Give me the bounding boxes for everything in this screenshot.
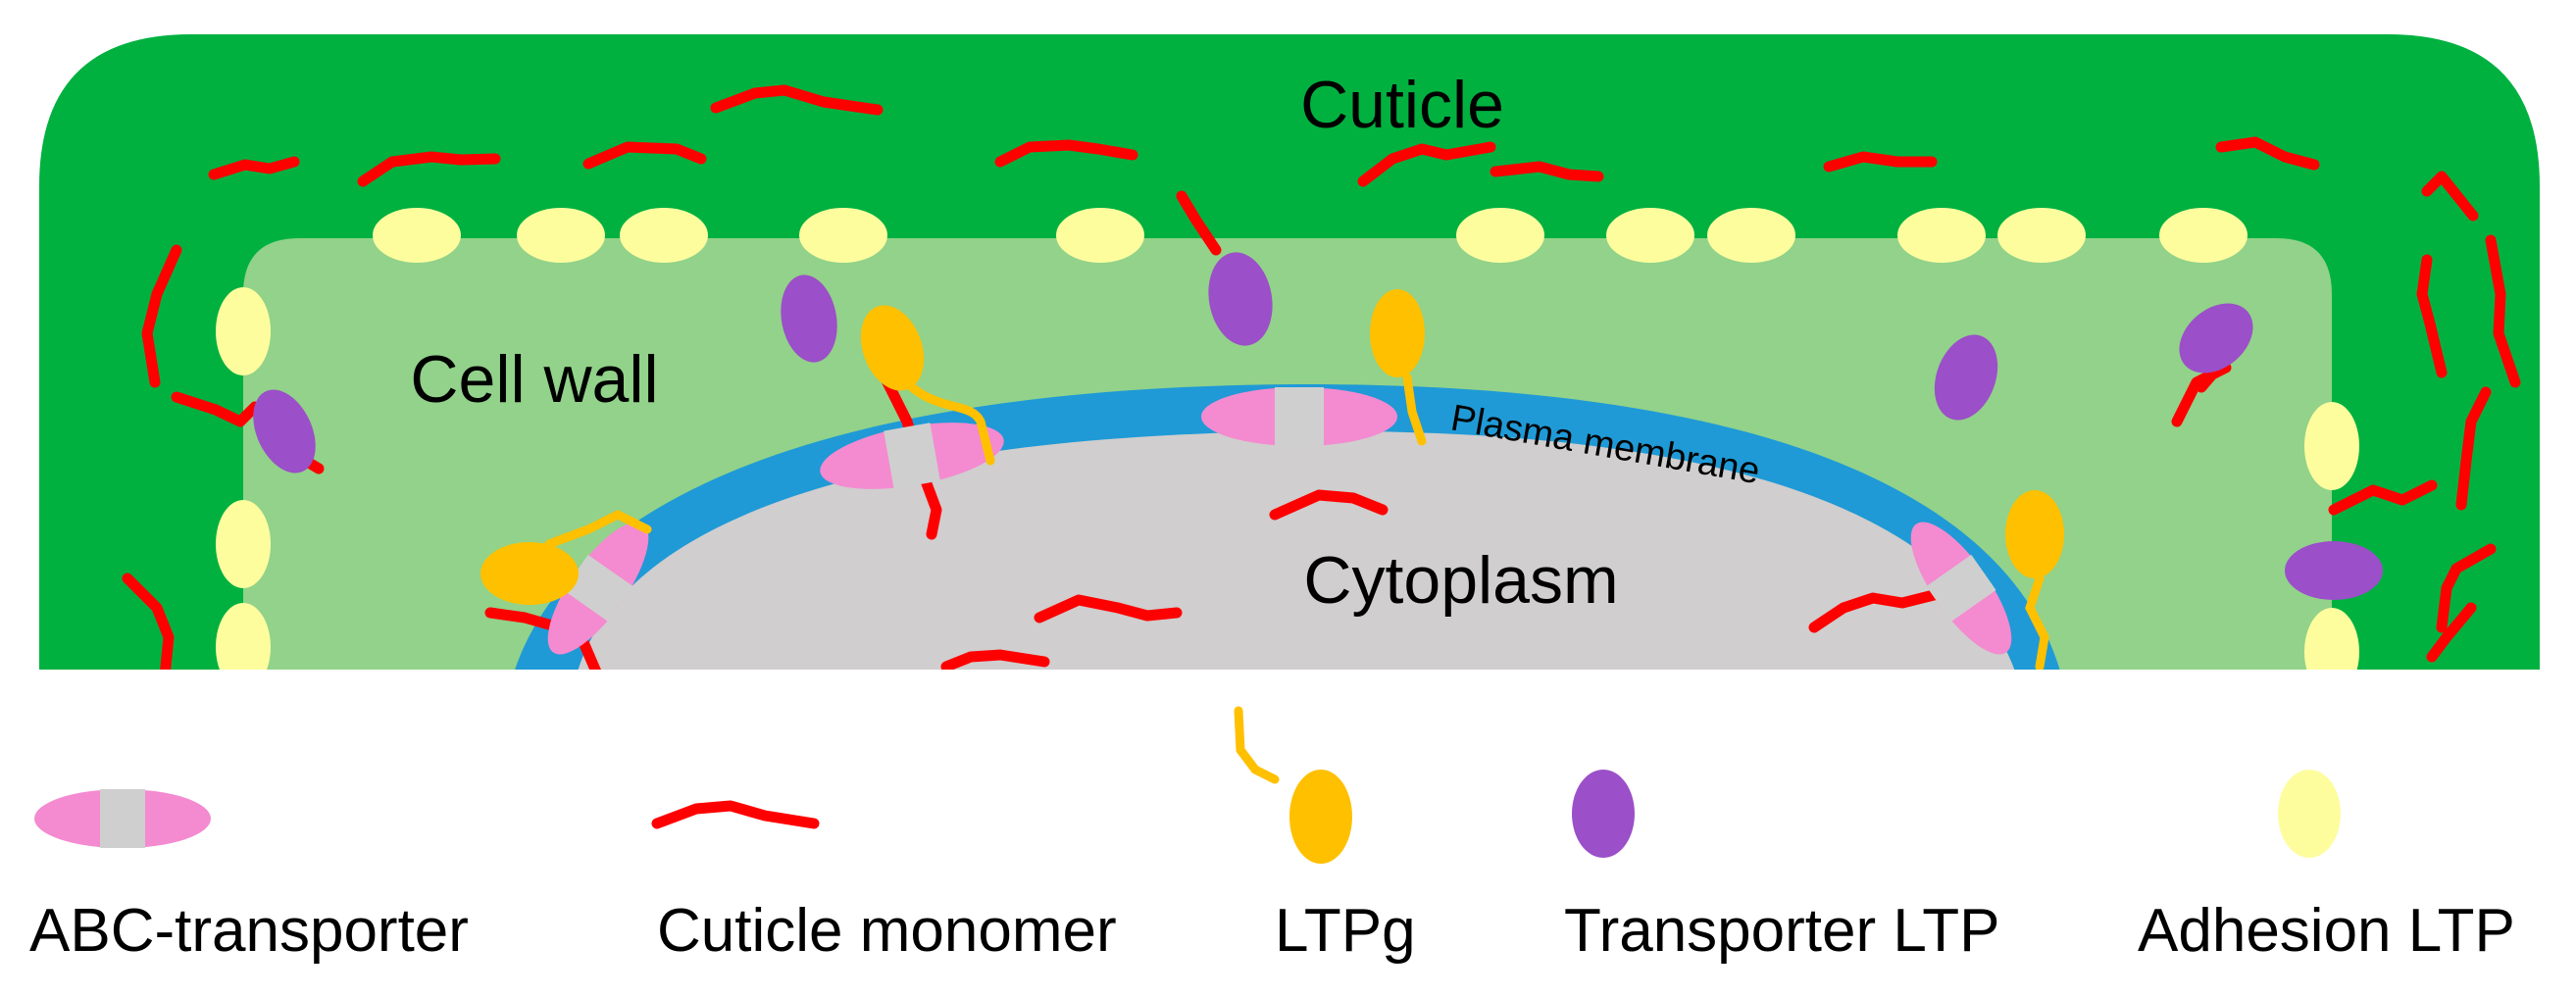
cytoplasm-region	[578, 430, 2015, 670]
legend-ltpg-icon	[1234, 706, 1352, 864]
abc-transporter-right	[1910, 522, 2012, 655]
cell-illustration: Cuticle Cell wall Plasma membrane Cytopl…	[39, 34, 2540, 670]
cuticle-label: Cuticle	[1300, 68, 1504, 142]
legend-ltpg-label: LTPg	[1275, 897, 1416, 965]
cell-wall-label: Cell wall	[410, 342, 658, 417]
abc-transporter-upper-left	[820, 423, 1004, 489]
abc-transporter-left	[547, 522, 649, 655]
legend-cuticle-monomer-icon	[651, 800, 820, 829]
ltpg-top	[1370, 289, 1427, 446]
adhesion-ltp-group	[216, 208, 2359, 670]
legend-transporter-ltp-icon	[1572, 770, 1635, 858]
ltpg-right	[2005, 490, 2064, 670]
legend: ABC-transporter Cuticle monomer LTPg Tra…	[29, 706, 2515, 965]
ltpg-upper-left	[860, 305, 995, 466]
cytoplasm-label: Cytoplasm	[1303, 543, 1618, 618]
ltpg-left	[480, 509, 652, 605]
legend-abc-transporter-label: ABC-transporter	[29, 897, 469, 965]
transporter-ltps	[253, 252, 2383, 600]
legend-abc-transporter-icon	[34, 789, 211, 848]
legend-cuticle-monomer-label: Cuticle monomer	[657, 897, 1117, 965]
legend-adhesion-ltp-icon	[2278, 770, 2341, 858]
abc-transporters	[547, 387, 2012, 655]
ltpg-proteins	[480, 289, 2064, 670]
abc-transporter-top	[1201, 387, 1397, 446]
legend-transporter-ltp-label: Transporter LTP	[1564, 897, 1999, 965]
legend-adhesion-ltp-label: Adhesion LTP	[2138, 897, 2515, 965]
